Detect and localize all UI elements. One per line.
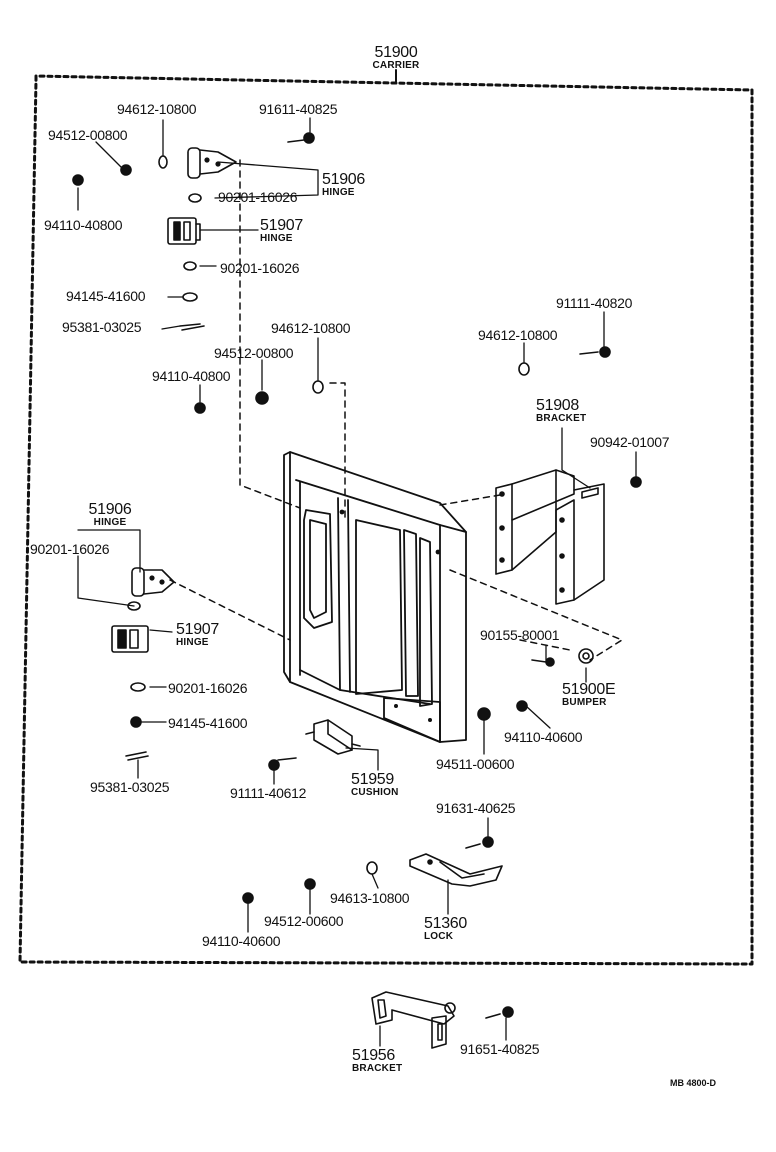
bracket-51908-name: BRACKET [536,413,587,424]
lower-hinge-51907-part [111,625,149,653]
hinge-51907-lower-number: 51907 [176,621,219,638]
hinge-51906-upper-name: HINGE [322,187,355,198]
part-label-94512-00800-b: 94512-00800 [214,345,294,361]
hinge-51907-upper-number: 51907 [260,217,303,234]
bracket-51956-label: 51956 BRACKET [352,1047,403,1075]
part-label-94612-10800-c: 94612-10800 [478,327,558,343]
hinge-51906-upper-label: 51906 HINGE [322,171,365,199]
upper-hinge-51906-part [187,147,237,179]
upper-left-hardware [72,132,324,414]
part-label-91111-40612: 91111-40612 [230,785,307,801]
carrier-number: 51900 [374,44,418,61]
hinge-51906-lower-number: 51906 [88,501,132,518]
bumper-hardware [477,648,594,721]
part-label-94613-10800: 94613-10800 [330,890,410,906]
cushion-51959-number: 51959 [351,771,394,788]
cushion-51959-label: 51959 CUSHION [351,771,399,799]
bracket-51908-number: 51908 [536,397,579,414]
carrier-label: 51900 CARRIER [364,44,428,72]
part-label-94110-40600-b: 94110-40600 [202,933,281,949]
lock-hardware [242,861,378,904]
part-label-94612-10800-a: 94612-10800 [117,101,197,117]
hinge-51907-upper-name: HINGE [260,233,293,244]
frame-bolts [339,509,441,722]
part-label-94511-00600: 94511-00600 [436,756,515,772]
lock-51360-number: 51360 [424,915,467,932]
part-label-91611-40825: 91611-40825 [259,101,338,117]
part-label-91651-40825: 91651-40825 [460,1041,540,1057]
hinge-51906-upper-number: 51906 [322,171,365,188]
bumper-51900e-number: 51900E [562,681,616,698]
lower-left-hardware [125,682,297,771]
hinge-51907-lower-name: HINGE [176,637,209,648]
bracket-hardware [518,346,642,488]
part-label-94145-41600-b: 94145-41600 [168,715,248,731]
carrier-group-frame [18,74,754,966]
bracket-51956-number: 51956 [352,1047,395,1064]
part-label-94110-40800-b: 94110-40800 [152,368,231,384]
leader-lines [77,117,637,1047]
drawing-code: MB 4800-D [670,1078,717,1088]
carrier-name: CARRIER [372,60,420,71]
upper-hinge-51907-part [167,217,201,245]
assembly-guide-lines [169,159,623,661]
part-label-91631-40625: 91631-40625 [436,800,516,816]
hinge-51907-upper-label: 51907 HINGE [260,217,303,245]
lock-51360-label: 51360 LOCK [424,915,467,943]
part-label-94145-41600-a: 94145-41600 [66,288,146,304]
lower-hinge-51906-part [127,567,175,611]
hinge-51906-lower-name: HINGE [93,517,127,528]
part-label-94110-40600-a: 94110-40600 [504,729,583,745]
part-label-94512-00600: 94512-00600 [264,913,344,929]
bumper-51900e-name: BUMPER [562,697,607,708]
part-label-94612-10800-b: 94612-10800 [271,320,351,336]
bracket-51908-label: 51908 BRACKET [536,397,587,425]
part-label-90201-16026-a: 90201-16026 [218,189,298,205]
cushion-51959-part [305,719,361,755]
bracket-51956-name: BRACKET [352,1063,403,1074]
part-label-94110-40800-a: 94110-40800 [44,217,123,233]
part-label-94512-00800-a: 94512-00800 [48,127,128,143]
part-label-90201-16026-d: 90201-16026 [168,680,248,696]
cushion-51959-name: CUSHION [351,787,399,798]
hinge-51906-lower-label: 51906 HINGE [80,501,140,529]
hinge-51907-lower-label: 51907 HINGE [176,621,219,649]
bracket-51956-part [371,991,514,1049]
part-label-95381-03025-a: 95381-03025 [62,319,142,335]
part-label-90201-16026-c: 90201-16026 [30,541,110,557]
part-label-90942-01007: 90942-01007 [590,434,670,450]
bracket-51908-part [495,469,605,605]
carrier-frame-part [283,451,467,743]
part-label-90201-16026-b: 90201-16026 [220,260,300,276]
part-label-95381-03025-b: 95381-03025 [90,779,170,795]
part-label-91111-40820: 91111-40820 [556,295,633,311]
bumper-51900e-label: 51900E BUMPER [562,681,616,709]
lock-51360-name: LOCK [424,931,454,942]
part-label-90155-80001: 90155-80001 [480,627,560,643]
lock-51360-part [409,836,503,887]
